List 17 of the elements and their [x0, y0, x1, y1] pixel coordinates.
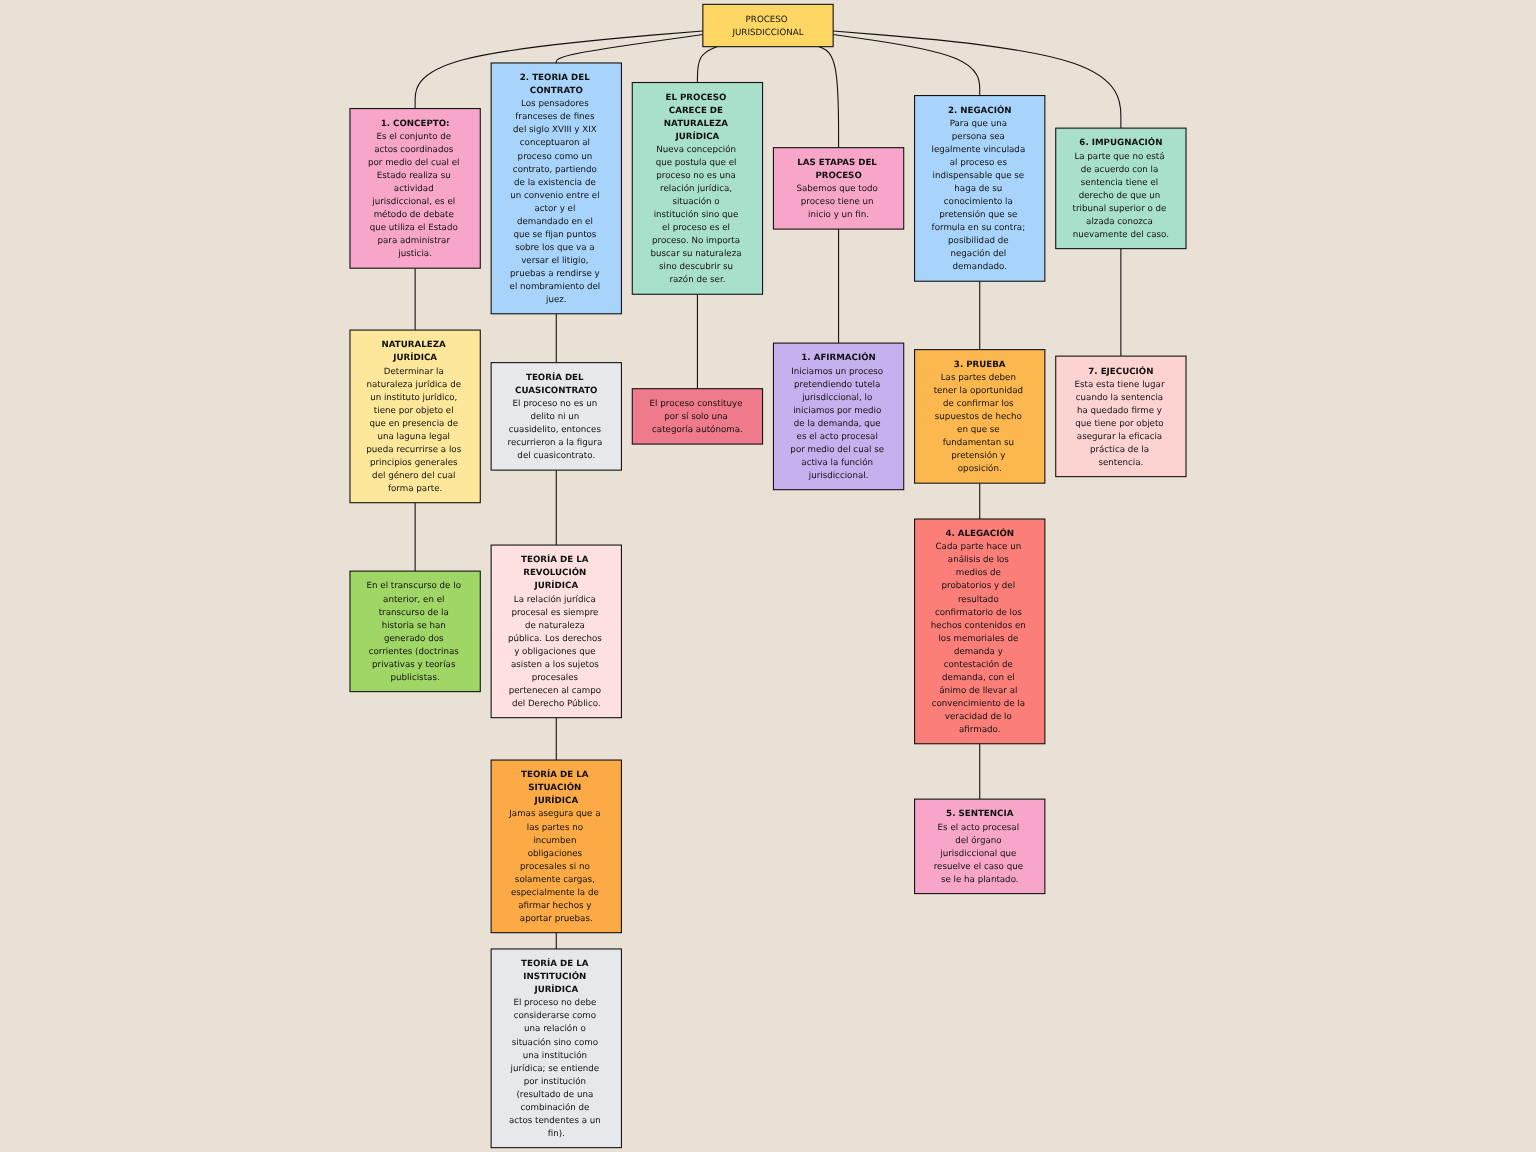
connector [979, 482, 981, 520]
connector [832, 30, 1122, 129]
connector [832, 34, 981, 97]
connector [555, 313, 557, 364]
connector [555, 717, 557, 761]
connector [696, 293, 698, 390]
connector [979, 280, 981, 351]
connector [1120, 248, 1122, 357]
connector [414, 30, 704, 110]
connector [696, 46, 718, 84]
connector [414, 502, 416, 572]
connector [838, 228, 840, 344]
connector [414, 267, 416, 331]
connector [555, 34, 704, 64]
connector [818, 46, 840, 149]
connector [979, 743, 981, 800]
connector [555, 469, 557, 546]
